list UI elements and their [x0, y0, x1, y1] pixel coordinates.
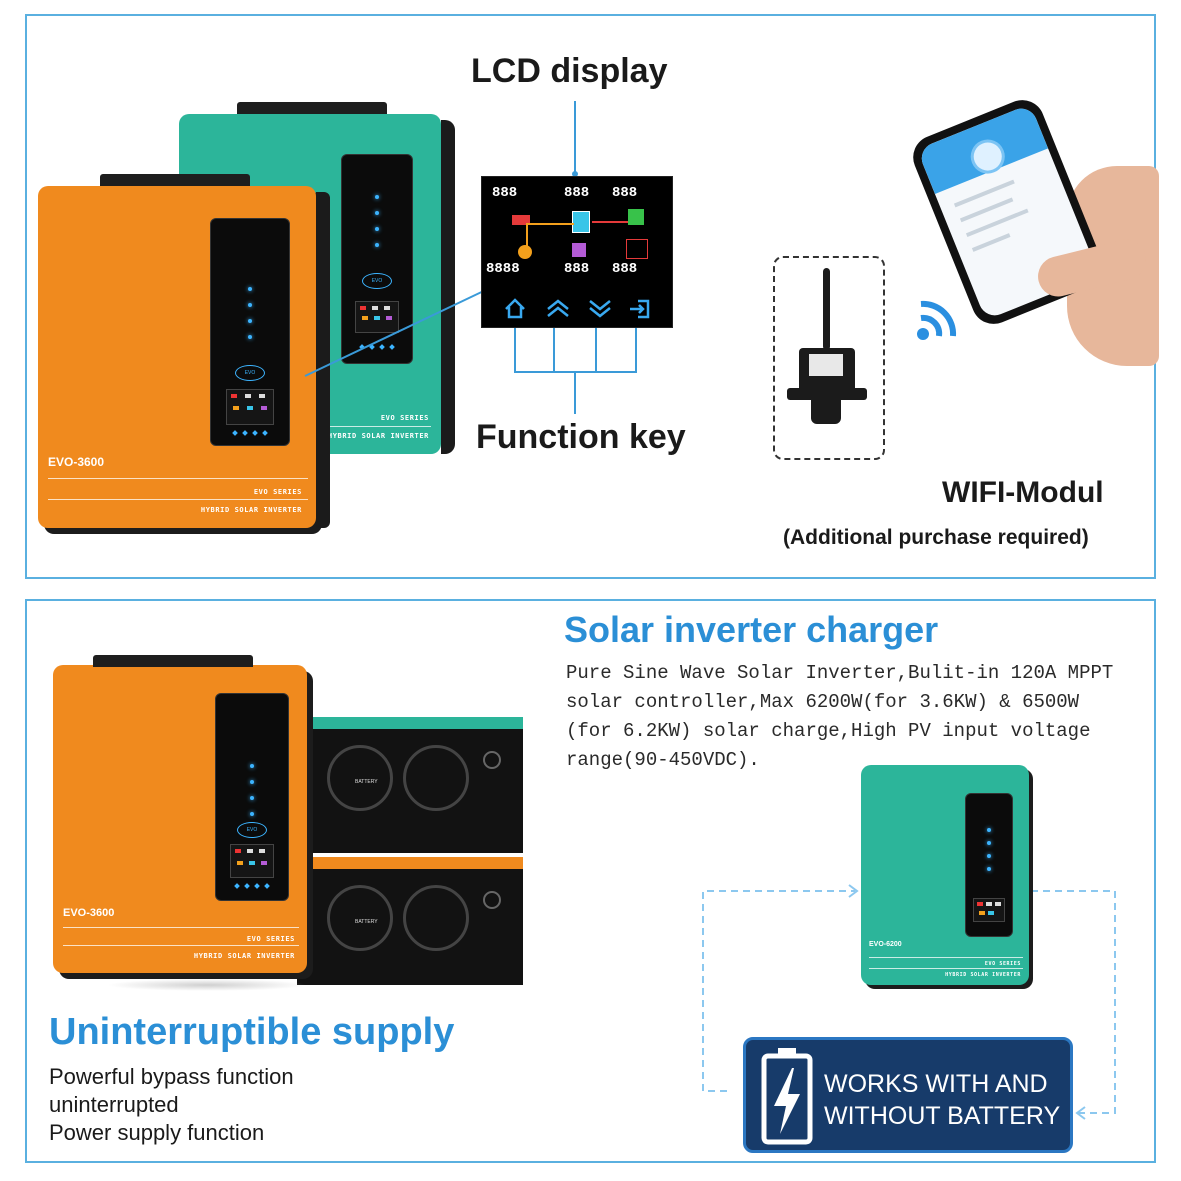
product-label: HYBRID SOLAR INVERTER	[193, 952, 295, 960]
inverter-icon	[572, 211, 590, 233]
battery-badge-line: WORKS WITH AND	[824, 1070, 1048, 1098]
battery-badge-line: WITHOUT BATTERY	[824, 1102, 1061, 1130]
lcd-readout: 888	[564, 185, 590, 201]
fan-icon	[327, 885, 393, 951]
solar-description-line: Pure Sine Wave Solar Inverter,Bulit-in 1…	[566, 662, 1114, 684]
teal-inverter: EVO-6200 EVO SERIES HYBRID SOLAR INVERTE…	[861, 765, 1029, 985]
mini-lcd	[226, 389, 274, 425]
lcd-display: 888 888 888 8888 888 888	[481, 176, 673, 328]
inverter-front-screen: EVO	[341, 154, 413, 364]
antenna	[823, 268, 830, 350]
bottom-panel: BATTERY BATTERY EVO EVO-3600 EVO SERIES …	[25, 599, 1156, 1163]
inverter-side	[316, 192, 330, 528]
down-key-icon[interactable]	[589, 300, 611, 318]
product-label: HYBRID SOLAR INVERTER	[200, 506, 302, 514]
load-icon	[626, 239, 648, 259]
orange-inverter: EVO EVO-3600 EVO SERIES HYBRID SOLAR INV…	[53, 655, 307, 973]
solar-description-line: solar controller,Max 6200W(for 3.6KW) & …	[566, 691, 1080, 713]
inverter-front-screen: EVO	[215, 693, 289, 901]
home-load-icon	[628, 209, 644, 225]
inverter-front-screen: EVO	[210, 218, 290, 446]
up-key-icon[interactable]	[547, 299, 569, 317]
orange-inverter-bottom-view: BATTERY	[297, 857, 523, 985]
ups-description-line: uninterrupted	[49, 1092, 179, 1117]
model-label: EVO-3600	[48, 455, 105, 469]
battery-charging-icon	[761, 1048, 813, 1145]
device-shadow	[107, 979, 307, 991]
lcd-readout: 8888	[486, 261, 520, 277]
battery-icon	[572, 243, 586, 257]
fan-icon	[403, 745, 469, 811]
app-list-item[interactable]	[971, 233, 1011, 252]
inverter-handle	[93, 655, 253, 667]
solar-inverter-charger-title: Solar inverter charger	[564, 609, 939, 650]
orange-inverter: EVO EVO-3600 EVO SERIES HYBRID SOLAR INV…	[38, 174, 330, 528]
inverter-handle	[100, 174, 250, 186]
inverter-front-screen	[965, 793, 1013, 937]
evo-logo: EVO	[235, 365, 265, 381]
battery-terminal-label: BATTERY	[355, 919, 378, 925]
ups-description-line: Powerful bypass function	[49, 1064, 294, 1089]
lcd-readout: 888	[564, 261, 590, 277]
ups-description: Powerful bypass function uninterrupted P…	[49, 1063, 294, 1147]
series-label: EVO SERIES	[246, 935, 295, 943]
model-label: EVO-6200	[869, 941, 902, 948]
battery-terminal-label: BATTERY	[355, 779, 378, 785]
solar-description-line: range(90-450VDC).	[566, 749, 760, 771]
mini-lcd	[230, 844, 274, 878]
top-panel: EVO EVO SERIES HYBRID SOLAR INVERTER EVO…	[25, 14, 1159, 579]
enter-key-icon[interactable]	[630, 299, 650, 319]
callout-lines	[304, 101, 637, 414]
series-label: EVO SERIES	[253, 488, 302, 496]
product-label: HYBRID SOLAR INVERTER	[945, 972, 1021, 978]
mini-lcd	[355, 301, 399, 333]
teal-product-label: HYBRID SOLAR INVERTER	[327, 432, 429, 440]
uninterruptible-supply-title: Uninterruptible supply	[49, 1011, 455, 1053]
battery-badge: WORKS WITH AND WITHOUT BATTERY	[743, 1037, 1073, 1153]
teal-inverter-bottom-view: BATTERY	[297, 717, 523, 853]
function-key-label: Function key	[476, 418, 686, 456]
inverter-side	[441, 120, 455, 454]
solar-icon	[518, 245, 532, 259]
wifi-module-box	[773, 256, 885, 460]
port-icon	[483, 751, 501, 769]
wifi-module-title: WIFI-Modul	[942, 476, 1104, 509]
model-label: EVO-3600	[63, 907, 115, 919]
teal-series-label: EVO SERIES	[380, 414, 429, 422]
lcd-readout: 888	[492, 185, 518, 201]
evo-logo: EVO	[362, 273, 392, 289]
lcd-readout: 888	[612, 261, 638, 277]
solar-description: Pure Sine Wave Solar Inverter,Bulit-in 1…	[566, 659, 1113, 775]
battery-loop-arrows	[702, 884, 1116, 1120]
wifi-module-note: (Additional purchase required)	[783, 526, 1089, 549]
grid-icon	[512, 215, 530, 225]
port-icon	[483, 891, 501, 909]
lcd-display-label: LCD display	[471, 52, 668, 90]
wifi-dongle	[799, 348, 855, 394]
mini-lcd	[973, 898, 1005, 922]
fan-icon	[403, 885, 469, 951]
evo-logo: EVO	[237, 822, 267, 838]
lcd-readout: 888	[612, 185, 638, 201]
series-label: EVO SERIES	[984, 961, 1021, 967]
ups-description-line: Power supply function	[49, 1120, 265, 1145]
inverter-handle	[237, 102, 387, 114]
wifi-signal-icon	[917, 300, 957, 340]
solar-description-line: (for 6.2KW) solar charge,High PV input v…	[566, 720, 1091, 742]
home-key-icon[interactable]	[505, 298, 525, 319]
fan-icon	[327, 745, 393, 811]
